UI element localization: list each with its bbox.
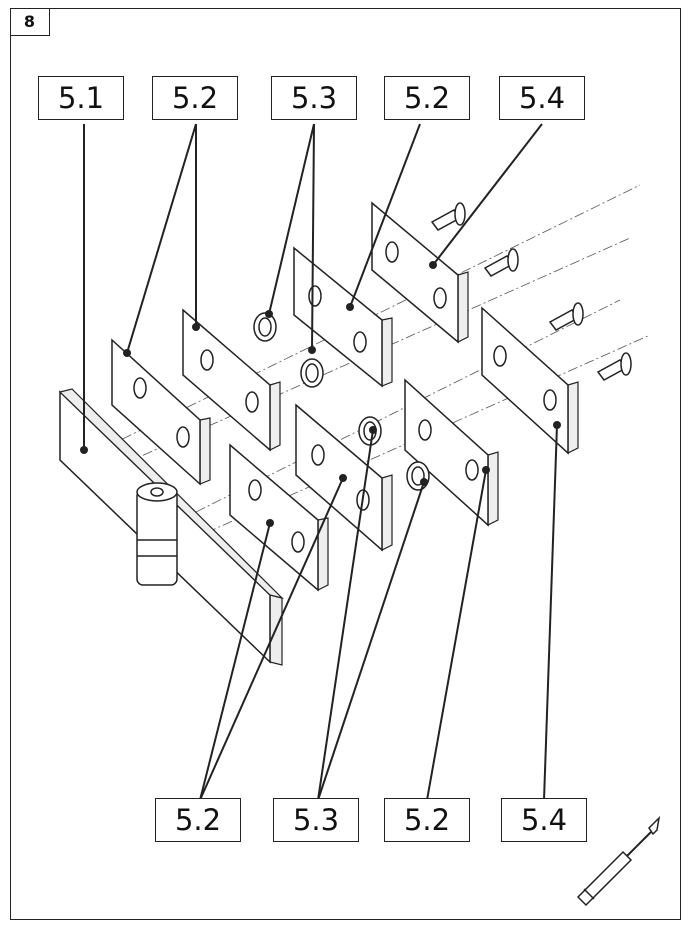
callout-label: 5.2	[384, 798, 470, 842]
callout-label: 5.3	[271, 76, 357, 120]
callout-label: 5.4	[501, 798, 587, 842]
callout-label: 5.2	[384, 76, 470, 120]
callout-label: 5.3	[273, 798, 359, 842]
shim-plate	[111, 338, 211, 486]
page-frame	[10, 8, 681, 920]
countersunk-screw	[548, 302, 584, 331]
screwdriver-icon	[576, 815, 661, 907]
leader-lines-top	[80, 123, 543, 454]
shim-plate	[229, 443, 329, 592]
step-number: 8	[10, 8, 50, 36]
countersunk-screw	[483, 248, 519, 277]
spacer-ring	[253, 312, 277, 342]
spacer-ring	[300, 358, 324, 388]
callout-label: 5.2	[152, 76, 238, 120]
callout-label: 5.2	[155, 798, 241, 842]
countersunk-screw	[596, 352, 632, 381]
shim-plate	[404, 378, 499, 527]
shim-plate	[481, 306, 579, 455]
shim-plate	[182, 308, 281, 452]
countersunk-screw	[430, 202, 466, 231]
spacer-ring	[406, 461, 430, 491]
leader-lines-bottom	[199, 421, 561, 801]
shim-plate	[371, 201, 469, 344]
callout-label: 5.1	[38, 76, 124, 120]
callout-label: 5.4	[499, 76, 585, 120]
